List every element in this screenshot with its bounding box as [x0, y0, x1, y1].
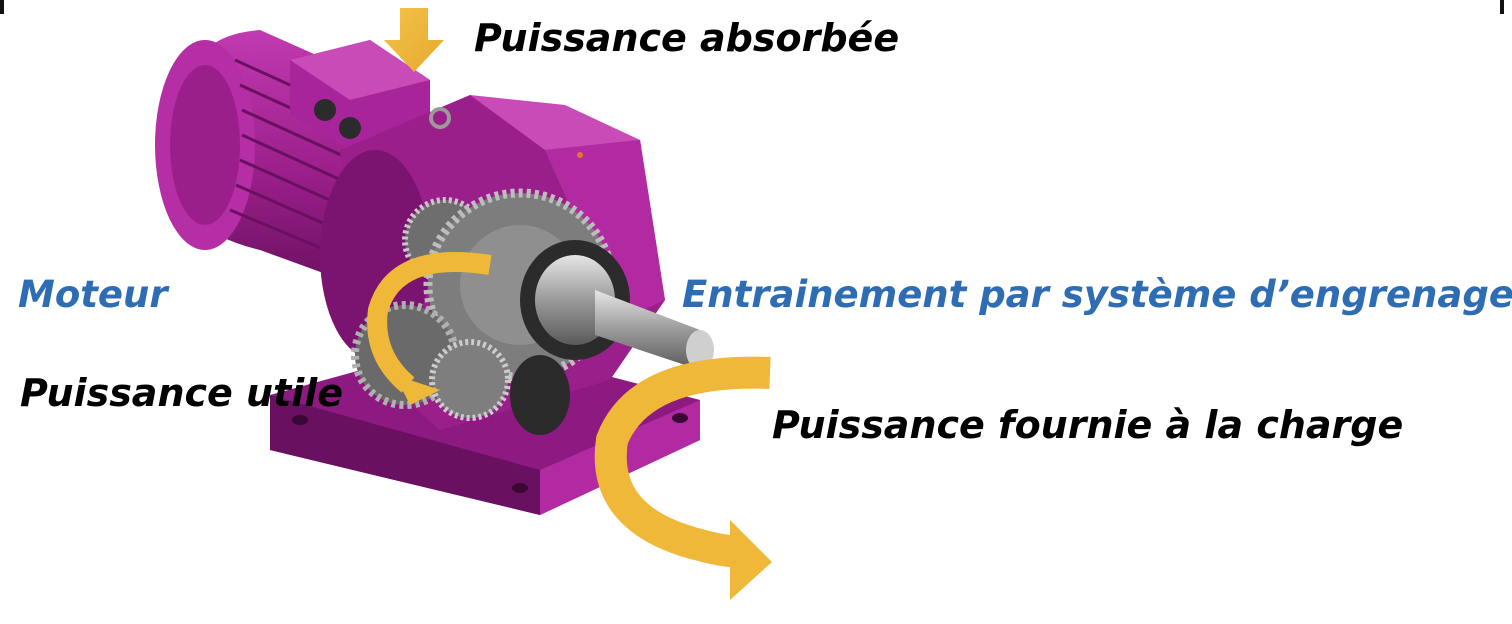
gear-drive-label: Entrainement par système d’engrenages [682, 273, 1512, 316]
curved-arrow-icon [367, 252, 492, 405]
input-power-label: Puissance absorbée [474, 16, 900, 60]
edge-mark-right [1500, 0, 1504, 14]
load-power-label: Puissance fournie à la charge [772, 403, 1404, 447]
useful-power-label: Puissance utile [20, 371, 344, 415]
motor-body [155, 30, 430, 290]
motor-label: Moteur [18, 273, 168, 316]
edge-mark-left [0, 0, 4, 14]
output-shaft [520, 240, 714, 370]
curved-arrow-icon [594, 356, 772, 600]
arrow-down-icon [384, 8, 444, 72]
